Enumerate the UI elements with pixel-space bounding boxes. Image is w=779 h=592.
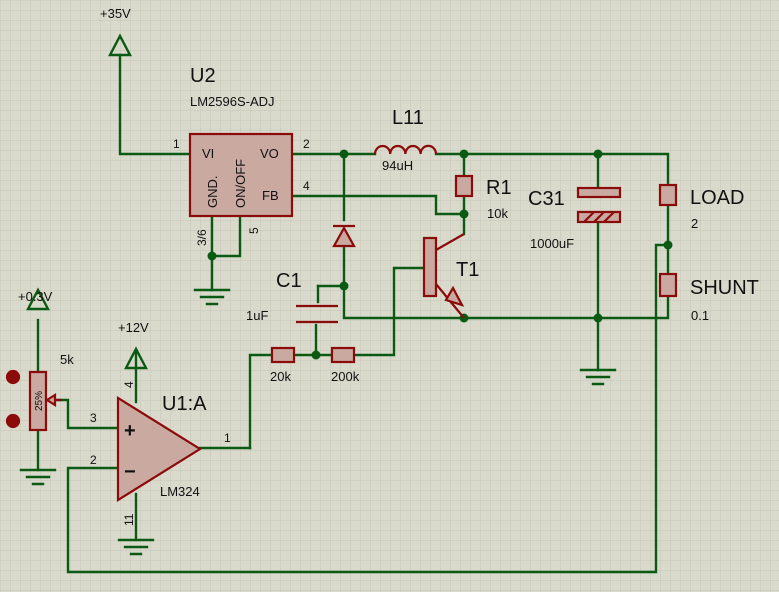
u2-pin-vo: VO xyxy=(260,146,279,161)
u1-num-4: 4 xyxy=(122,381,136,388)
resistor-shunt[interactable]: SHUNT 0.1 xyxy=(658,272,759,323)
u2-regulator[interactable]: U2 LM2596S-ADJ VI VO FB GND. ON/OFF 1 2 … xyxy=(173,65,310,246)
u1-num-11: 11 xyxy=(122,513,136,526)
diode[interactable] xyxy=(332,224,356,248)
u2-pin-onoff: ON/OFF xyxy=(233,159,248,208)
resistor-r1[interactable]: R1 10k xyxy=(454,174,512,221)
ground-pot xyxy=(19,468,57,486)
power-03v-label: +0.3V xyxy=(18,289,53,304)
ground-u2 xyxy=(193,288,231,306)
u2-pin-vi: VI xyxy=(202,146,214,161)
pot-value: 5k xyxy=(60,352,74,367)
opamp-u1a[interactable]: + − U1:A LM324 3 2 1 4 11 xyxy=(90,381,231,526)
potentiometer-5k[interactable]: 25% 5k xyxy=(5,352,74,432)
r1-value: 10k xyxy=(487,206,508,221)
t1-ref: T1 xyxy=(456,259,479,281)
c1-value: 1uF xyxy=(246,308,268,323)
u2-num-2: 2 xyxy=(303,137,310,151)
capacitor-c1[interactable]: C1 1uF xyxy=(246,270,338,324)
pot-down-button[interactable] xyxy=(5,413,21,429)
l11-value: 94uH xyxy=(382,158,413,173)
inductor-l11[interactable]: L11 94uH xyxy=(373,107,438,173)
load-ref: LOAD xyxy=(690,187,744,209)
u2-num-4: 4 xyxy=(303,179,310,193)
capacitor-c31[interactable]: C31 1000uF xyxy=(528,186,622,251)
shunt-value: 0.1 xyxy=(691,308,709,323)
u1-ref: U1:A xyxy=(162,393,207,415)
u1-minus-sign: − xyxy=(124,461,136,483)
c31-value: 1000uF xyxy=(530,236,574,251)
u1-num-1: 1 xyxy=(224,431,231,445)
ground-u1 xyxy=(117,538,155,556)
u1-num-2: 2 xyxy=(90,453,97,467)
c31-ref: C31 xyxy=(528,188,565,210)
pot-wiper-percent: 25% xyxy=(34,391,45,411)
resistor-200k[interactable]: 200k xyxy=(330,346,360,384)
pot-up-button[interactable] xyxy=(5,369,21,385)
u1-plus-sign: + xyxy=(124,420,136,442)
power-12v-label: +12V xyxy=(118,320,149,335)
power-03v: +0.3V xyxy=(18,287,53,311)
u2-num-36: 3/6 xyxy=(195,229,209,246)
u2-num-5: 5 xyxy=(247,227,261,234)
power-35v: +35V xyxy=(100,6,132,57)
load-value: 2 xyxy=(691,216,698,231)
u1-num-3: 3 xyxy=(90,411,97,425)
resistor-load[interactable]: LOAD 2 xyxy=(658,183,744,231)
r200k-value: 200k xyxy=(331,369,360,384)
power-12v: +12V xyxy=(118,320,149,370)
u2-num-1: 1 xyxy=(173,137,180,151)
c1-ref: C1 xyxy=(276,270,302,292)
u2-pin-gnd: GND. xyxy=(205,176,220,209)
l11-ref: L11 xyxy=(392,107,424,129)
u2-pin-fb: FB xyxy=(262,188,279,203)
transistor-t1[interactable]: T1 xyxy=(422,233,479,319)
r1-ref: R1 xyxy=(486,177,512,199)
resistor-20k[interactable]: 20k xyxy=(270,346,296,384)
shunt-ref: SHUNT xyxy=(690,277,759,299)
r20k-value: 20k xyxy=(270,369,291,384)
u2-ref: U2 xyxy=(190,65,216,87)
power-35v-label: +35V xyxy=(100,6,131,21)
ground-c31 xyxy=(579,368,617,386)
u1-part: LM324 xyxy=(160,484,200,499)
u2-part: LM2596S-ADJ xyxy=(190,94,275,109)
